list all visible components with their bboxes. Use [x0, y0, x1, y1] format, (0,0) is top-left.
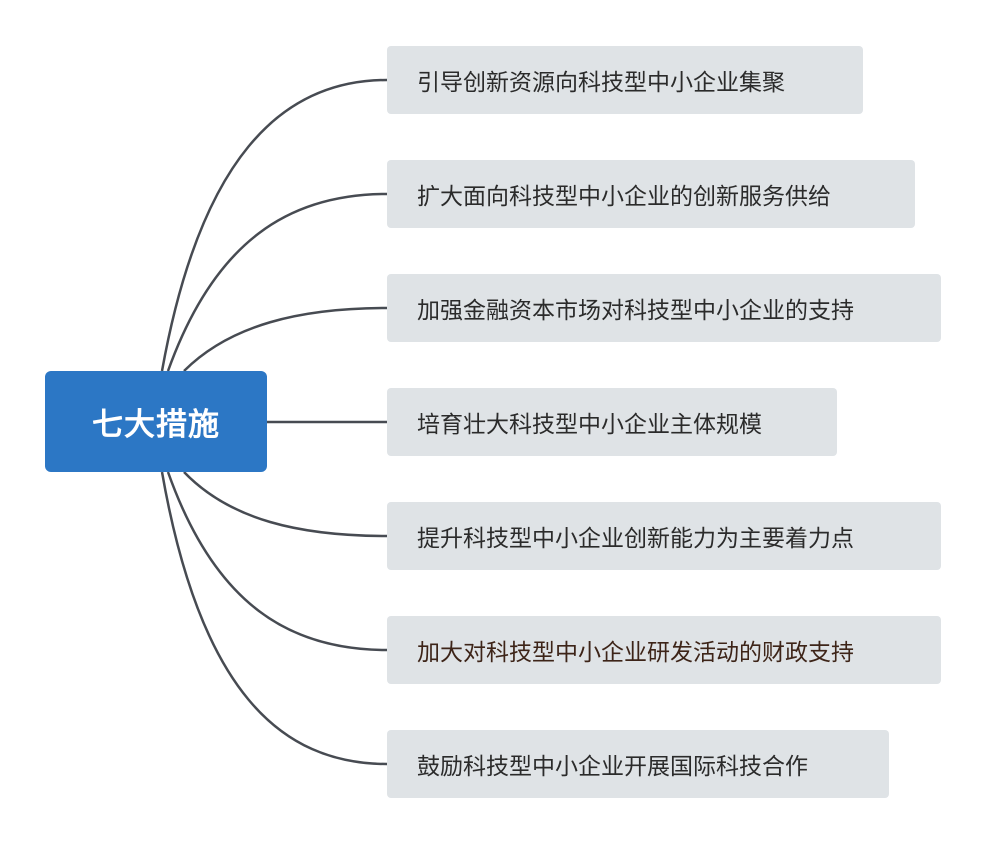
connector-1 [160, 78, 388, 372]
root-node[interactable]: 七大措施 [45, 371, 267, 472]
root-node-label: 七大措施 [92, 407, 220, 443]
connector-3 [183, 306, 388, 372]
branch-node-1[interactable]: 引导创新资源向科技型中小企业集聚 [387, 46, 863, 114]
branch-node-label: 加大对科技型中小企业研发活动的财政支持 [417, 640, 854, 666]
connector-7 [160, 471, 388, 766]
connector-2 [166, 192, 388, 372]
connector-6 [166, 471, 388, 652]
branch-node-7[interactable]: 鼓励科技型中小企业开展国际科技合作 [387, 730, 889, 798]
branch-node-label: 鼓励科技型中小企业开展国际科技合作 [417, 754, 808, 780]
branch-node-6[interactable]: 加大对科技型中小企业研发活动的财政支持 [387, 616, 941, 684]
connector-5 [183, 471, 388, 538]
branch-node-label: 提升科技型中小企业创新能力为主要着力点 [417, 526, 854, 552]
branch-node-label: 培育壮大科技型中小企业主体规模 [417, 412, 762, 438]
branch-node-3[interactable]: 加强金融资本市场对科技型中小企业的支持 [387, 274, 941, 342]
branch-node-5[interactable]: 提升科技型中小企业创新能力为主要着力点 [387, 502, 941, 570]
branch-node-label: 引导创新资源向科技型中小企业集聚 [417, 70, 785, 96]
branch-node-2[interactable]: 扩大面向科技型中小企业的创新服务供给 [387, 160, 915, 228]
branch-node-label: 扩大面向科技型中小企业的创新服务供给 [417, 184, 831, 210]
branch-node-label: 加强金融资本市场对科技型中小企业的支持 [417, 298, 854, 324]
branch-node-4[interactable]: 培育壮大科技型中小企业主体规模 [387, 388, 837, 456]
